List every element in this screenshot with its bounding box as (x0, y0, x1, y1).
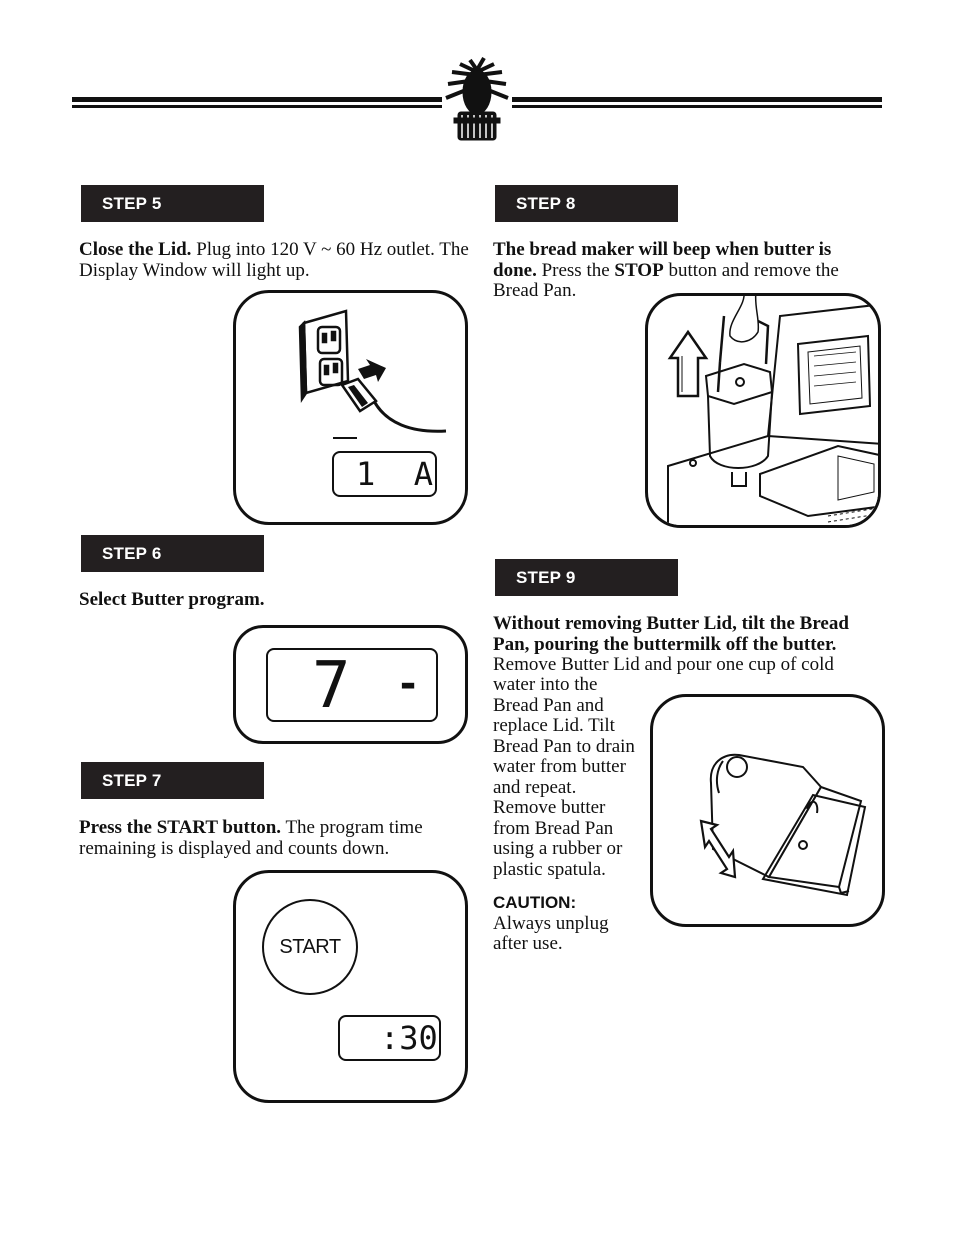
step-7-display-value: :30 (380, 1019, 438, 1057)
step-8-instructions: The bread maker will beep when butter is… (493, 239, 878, 302)
step-6-display: 7 - (266, 648, 438, 722)
tilted-pan (709, 753, 867, 897)
step-7-instructions: Press the START button. The program time… (79, 817, 474, 859)
plug (340, 377, 447, 433)
step-8-text-2: button and remove the Bread Pan. (493, 259, 839, 301)
double-rule-left (72, 97, 442, 108)
step-6-illustration: 7 - (233, 625, 468, 744)
header-rule (72, 56, 882, 141)
step-7-header: STEP 7 (81, 762, 264, 799)
start-button[interactable]: START (262, 899, 358, 995)
step-9-illustration (650, 694, 885, 927)
step-6-lead: Select Butter program. (79, 589, 265, 610)
outlet-plug-drawing (298, 309, 447, 439)
bread-pan (704, 315, 774, 487)
step-8-stop: STOP (614, 259, 664, 281)
bread-maker-drawing (667, 296, 878, 525)
tilted-pan-drawing (699, 753, 867, 897)
wheat-logo (445, 56, 509, 141)
step-5-header: STEP 5 (81, 185, 264, 222)
arrow-icon (358, 359, 386, 382)
step-6-instructions: Select Butter program. (79, 589, 474, 611)
step-9-caution: CAUTION: Always unplug after use. (493, 893, 643, 955)
caution-label: CAUTION: (493, 893, 577, 912)
step-8-text-1: Press the (536, 259, 615, 281)
step-8-illustration (645, 293, 881, 528)
step-7-illustration: START :30 (233, 870, 468, 1103)
step-6-display-dash: - (396, 661, 421, 707)
caution-text: Always unplug after use. (493, 912, 609, 954)
up-arrow-icon (667, 329, 709, 398)
step-6-display-digit: 7 (312, 649, 351, 723)
step-5-display: 1 A (332, 451, 437, 497)
double-rule-right (512, 97, 882, 108)
step-9-rest: water into the Bread Pan and replace Lid… (493, 674, 635, 880)
start-button-label: START (279, 935, 341, 958)
step-5-illustration: 1 A (233, 290, 468, 525)
step-5-text: Plug into 120 V ~ 60 Hz outlet. The Disp… (79, 239, 469, 281)
hand (729, 296, 760, 343)
step-8-header: STEP 8 (495, 185, 678, 222)
bread-maker-body (667, 303, 878, 525)
step-9-lead-block: Without removing Butter Lid, tilt the Br… (493, 613, 883, 655)
step-9-lead: Without removing Butter Lid, tilt the Br… (493, 613, 849, 655)
step-5-display-value: 1 A (356, 455, 434, 493)
step-9-header: STEP 9 (495, 559, 678, 596)
step-8-lead: The bread maker will beep when butter is… (493, 239, 832, 281)
step-9-line-1: Remove Butter Lid and pour one cup of co… (493, 654, 834, 675)
wall-outlet (298, 309, 350, 403)
step-7-lead: Press the START button. (79, 817, 282, 838)
step-5-lead: Close the Lid. (79, 239, 192, 260)
double-arrow-icon (699, 819, 737, 879)
step-5-instructions: Close the Lid. Plug into 120 V ~ 60 Hz o… (79, 239, 474, 281)
step-7-display: :30 (338, 1015, 441, 1061)
display-dash-mark (333, 437, 357, 439)
step-7-text: The program time remaining is displayed … (79, 817, 423, 859)
step-6-header: STEP 6 (81, 535, 264, 572)
